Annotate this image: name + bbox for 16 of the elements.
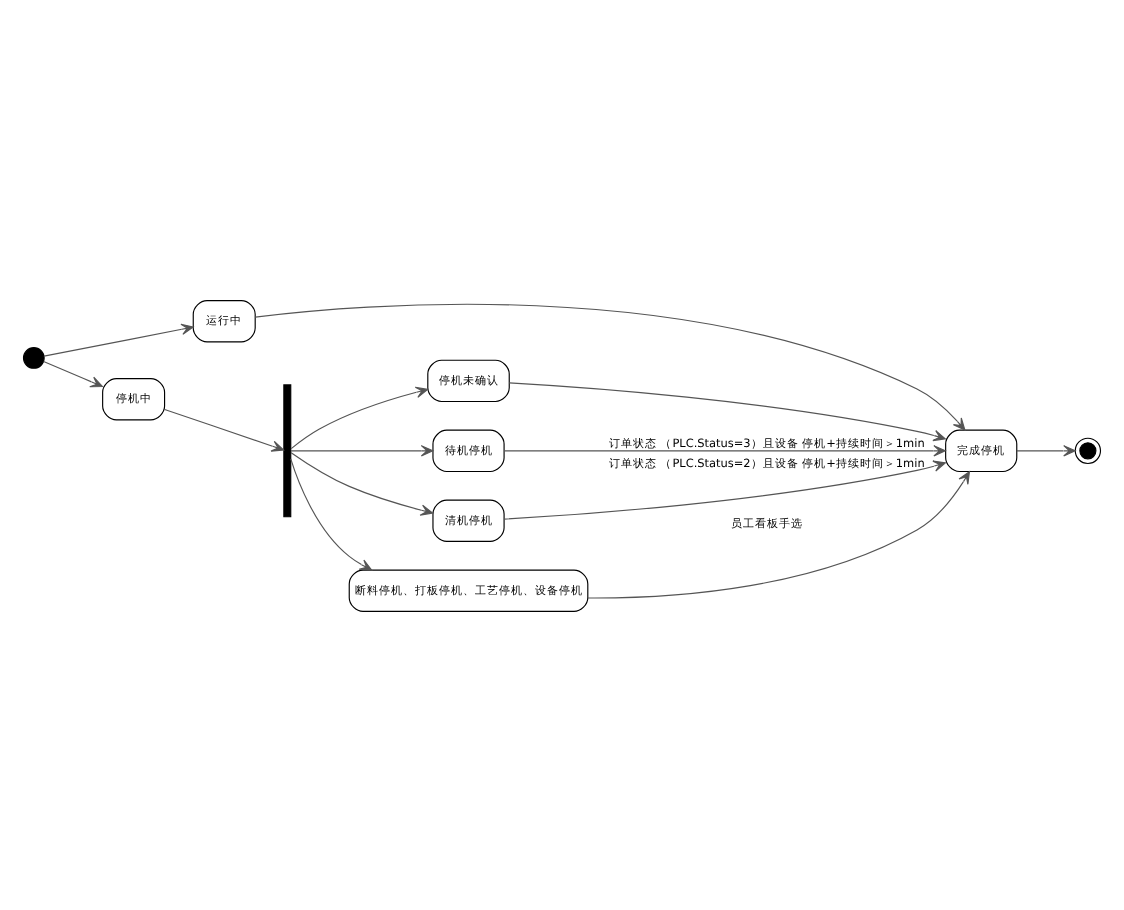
- arrow: [254, 302, 966, 430]
- arrow: [290, 444, 434, 456]
- arrow: [508, 381, 946, 441]
- arrow: [164, 407, 285, 451]
- arrow: [1016, 444, 1076, 456]
- arrow: [503, 459, 946, 519]
- node-bar: [283, 383, 292, 517]
- arrow: [290, 457, 373, 570]
- arrow: [290, 451, 434, 515]
- arrow: [43, 360, 103, 387]
- arrow: [503, 444, 946, 456]
- node-bullseye: [1074, 436, 1102, 464]
- node-circle: [22, 346, 45, 368]
- arrow: [587, 470, 970, 598]
- arrow: [43, 322, 194, 356]
- arrow: [290, 385, 429, 449]
